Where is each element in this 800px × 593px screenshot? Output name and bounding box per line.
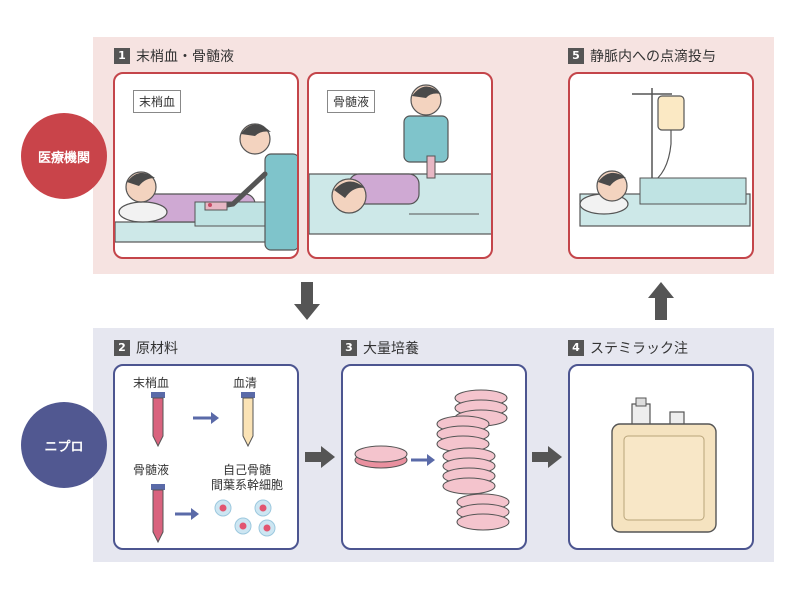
blanket: [639, 177, 747, 205]
bag-port: [631, 403, 651, 427]
step-3-heading: 3 大量培養: [341, 338, 419, 358]
patient-hair: [334, 181, 365, 198]
needle: [426, 155, 436, 179]
iv-infusion-illustration: [579, 88, 751, 227]
nipro-label: ニプロ: [44, 439, 84, 455]
step-2-number: 2: [114, 340, 130, 356]
step-1-heading: 1 末梢血・骨髄液: [114, 46, 234, 66]
panel-peripheral-blood-draw: 末梢血: [113, 72, 299, 259]
iv-tube: [649, 130, 672, 185]
tube-cap: [151, 392, 165, 398]
bone-marrow-label: 骨髄液: [133, 463, 170, 477]
blood-draw-illustration: [115, 123, 297, 251]
tube-cap: [151, 484, 165, 490]
cell: [263, 524, 271, 532]
panel-stemirac: [568, 364, 754, 550]
nipro-circle: ニプロ: [21, 402, 107, 488]
arrow-icon: [191, 508, 199, 520]
bone-marrow-tube: [152, 489, 164, 544]
peripheral-blood-tag: 末梢血: [133, 90, 182, 113]
panel-mass-culture: [341, 364, 527, 550]
msc-label-line1: 自己骨髄: [223, 463, 272, 477]
patient-hair: [598, 172, 626, 186]
iv-bag: [657, 95, 685, 131]
tube-cap: [241, 392, 255, 398]
doctor-hair: [241, 124, 271, 136]
arrow-icon: [211, 412, 219, 424]
serum-tube: [242, 397, 254, 448]
arrow-down-icon: [294, 282, 320, 320]
arrow-right-icon: [305, 446, 335, 468]
panel-bone-marrow-aspiration: 骨髄液: [307, 72, 493, 259]
dish-stack: [436, 389, 510, 531]
msc-label-line2: 間葉系幹細胞: [211, 478, 284, 492]
hospital-label: 医療機関: [37, 150, 90, 166]
step-2-title: 原材料: [136, 341, 178, 357]
arrow-up-icon: [648, 282, 674, 320]
peripheral-blood-tube: [152, 397, 164, 448]
hospital-circle: 医療機関: [21, 113, 107, 199]
step-3-title: 大量培養: [363, 341, 419, 357]
syringe: [204, 201, 228, 211]
patient-hair: [127, 172, 155, 186]
mass-culture-illustration: [354, 389, 510, 531]
step-3-number: 3: [341, 340, 357, 356]
doctor-body: [264, 153, 297, 251]
cell: [259, 504, 267, 512]
cell: [219, 504, 227, 512]
arrow-icon: [427, 454, 435, 466]
step-5-heading: 5 静脈内への点滴投与: [568, 46, 716, 66]
single-dish: [354, 445, 408, 469]
step-1-number: 1: [114, 48, 130, 64]
peripheral-blood-label: 末梢血: [133, 376, 170, 390]
step-1-title: 末梢血・骨髄液: [136, 49, 234, 65]
bone-marrow-tag: 骨髄液: [327, 90, 376, 113]
raw-materials-illustration: [151, 392, 276, 544]
step-4-number: 4: [568, 340, 584, 356]
stemirac-bag-illustration: [611, 397, 717, 533]
cell: [239, 522, 247, 530]
pillow: [118, 201, 168, 223]
doctor-body: [403, 115, 449, 163]
step-5-title: 静脈内への点滴投与: [590, 49, 716, 65]
step-5-number: 5: [568, 48, 584, 64]
arrow-right-icon: [532, 446, 562, 468]
step-2-heading: 2 原材料: [114, 338, 178, 358]
doctor-hair: [412, 86, 441, 98]
panel-iv-infusion: [568, 72, 754, 259]
blood-dot: [208, 203, 212, 207]
serum-label: 血清: [233, 376, 258, 390]
step-4-title: ステミラック注: [590, 341, 688, 357]
panel-raw-materials: 末梢血 血清 骨髄液 自己骨髄 間葉系幹細胞: [113, 364, 299, 550]
bone-marrow-illustration: [309, 84, 491, 235]
step-4-heading: 4 ステミラック注: [568, 338, 688, 358]
